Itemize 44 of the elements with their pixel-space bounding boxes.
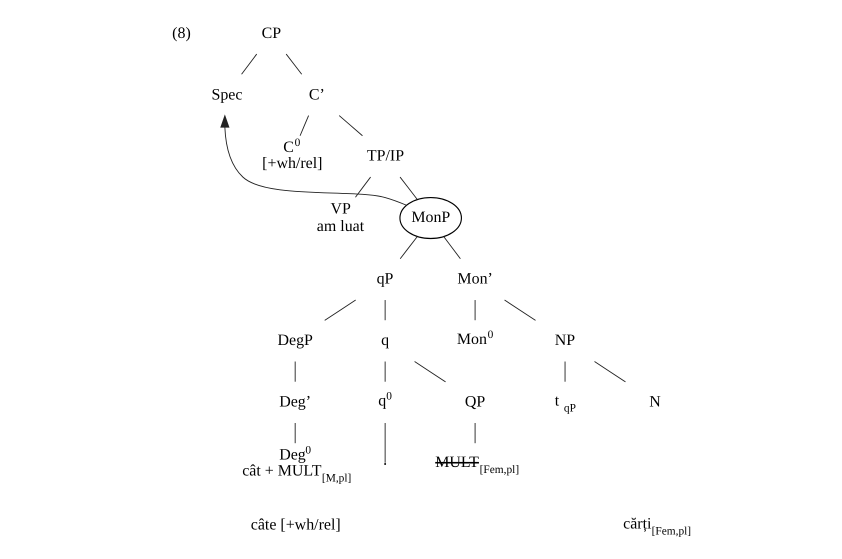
node-text: Deg’ bbox=[279, 394, 312, 411]
node-ellipse: MonP bbox=[399, 196, 462, 240]
node-text: cărți$_{[Fem,pl]}$ bbox=[623, 516, 692, 538]
node-text: VP am luat bbox=[316, 200, 364, 235]
node-text: q bbox=[381, 332, 390, 350]
node-text: MULT$_{[Fem,pl]}$ bbox=[435, 454, 520, 476]
connector bbox=[384, 422, 386, 464]
connector bbox=[400, 176, 418, 200]
node-text: CP bbox=[262, 24, 282, 42]
label: (8) bbox=[172, 24, 191, 42]
connector bbox=[564, 361, 566, 382]
connector bbox=[474, 422, 476, 444]
node-text: t $_{qP}$ bbox=[554, 392, 576, 415]
label: câte [+wh/rel] bbox=[250, 516, 341, 534]
connector bbox=[400, 236, 418, 260]
connector bbox=[384, 361, 386, 382]
connector bbox=[294, 361, 296, 382]
node-text: C’ bbox=[308, 86, 325, 104]
node-text: Deg$^{0}$ cât + MULT$_{[M,pl]}$ bbox=[242, 444, 352, 485]
node-text: Spec bbox=[211, 86, 242, 104]
node-text: TP/IP bbox=[366, 148, 404, 165]
arrow bbox=[220, 114, 407, 206]
connector bbox=[324, 300, 356, 321]
connector bbox=[355, 176, 372, 198]
node-text: C$^{0}$ [+wh/rel] bbox=[262, 137, 322, 172]
node-text: Mon’ bbox=[457, 270, 493, 288]
node-text: NP bbox=[554, 332, 576, 350]
connector bbox=[384, 300, 386, 321]
connector bbox=[474, 300, 476, 321]
connector bbox=[594, 361, 626, 382]
node-text: N bbox=[649, 394, 661, 411]
connector bbox=[294, 422, 296, 444]
node-text: q$^{0}$ bbox=[378, 390, 392, 410]
connector bbox=[286, 54, 302, 75]
connector bbox=[504, 300, 536, 321]
connector bbox=[414, 361, 446, 382]
node-text: Mon$^{0}$ bbox=[456, 329, 494, 348]
node-text: qP bbox=[376, 270, 394, 288]
connector bbox=[443, 236, 461, 260]
node-text: DegP bbox=[278, 332, 313, 350]
connector bbox=[241, 54, 258, 75]
node-text: QP bbox=[464, 394, 486, 411]
connector bbox=[338, 115, 363, 136]
connector bbox=[300, 115, 310, 136]
